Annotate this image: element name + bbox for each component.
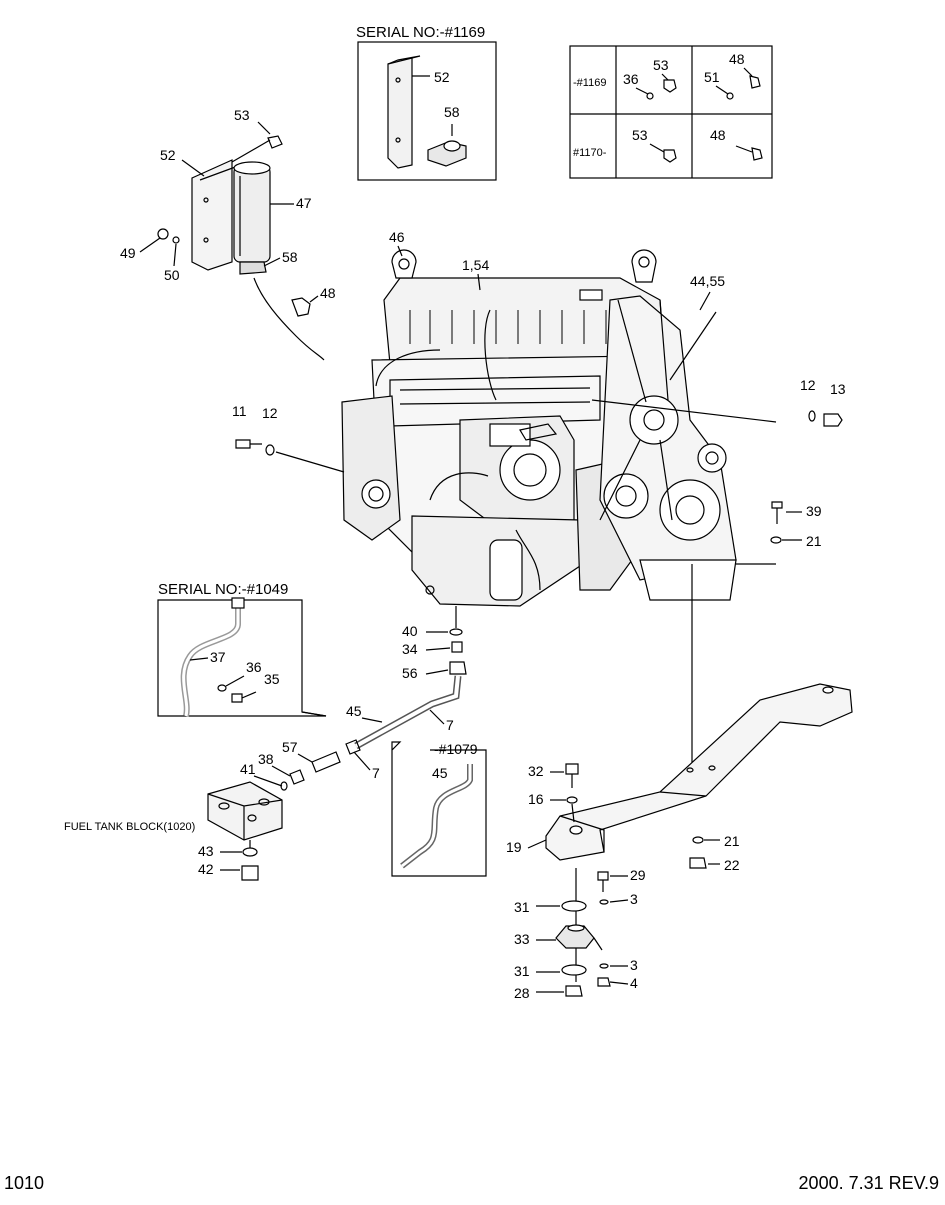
callout-53-top: 53	[234, 107, 250, 123]
inset-title: -#1079	[434, 741, 478, 757]
callout-4: 4	[630, 975, 638, 991]
callout-31-lower: 31	[514, 963, 530, 979]
callout-34: 34	[402, 641, 418, 657]
callout-52-top: 52	[160, 147, 176, 163]
callout-21-top: 21	[806, 533, 822, 549]
callout-29: 29	[630, 867, 646, 883]
callout-11: 11	[232, 403, 247, 419]
callout-56: 56	[402, 665, 418, 681]
callout-51: 51	[704, 69, 720, 85]
callout-31-upper: 31	[514, 899, 530, 915]
callout-36: 36	[623, 71, 639, 87]
callout-58: 58	[444, 104, 460, 120]
callout-57: 57	[282, 739, 298, 755]
callout-53-row2: 53	[632, 127, 648, 143]
inset-serial-table: -#1169 #1170- 53 36 48 51 53 48	[569, 45, 773, 179]
callout-32: 32	[528, 763, 544, 779]
callout-48: 48	[729, 51, 745, 67]
callout-22: 22	[724, 857, 740, 873]
callout-58-top: 58	[282, 249, 298, 265]
inset-serial-1049: SERIAL NO:-#1049 37 36 35	[157, 581, 327, 717]
callout-19: 19	[506, 839, 522, 855]
callout-33: 33	[514, 931, 530, 947]
inset-title: SERIAL NO:-#1049	[158, 581, 288, 598]
inset-title: SERIAL NO:-#1169	[356, 24, 485, 41]
page-number: 1010	[4, 1173, 45, 1193]
inset-serial-1169: SERIAL NO:-#1169 52 58	[356, 24, 497, 181]
callout-52: 52	[434, 69, 450, 85]
callout-12-left: 12	[262, 405, 278, 421]
callout-1-54: 1,54	[462, 257, 489, 273]
callout-45-inset: 45	[432, 765, 448, 781]
callout-45: 45	[346, 703, 362, 719]
callout-36-inset: 36	[246, 659, 262, 675]
fuel-tank-block-label: FUEL TANK BLOCK(1020)	[64, 821, 195, 833]
callout-46: 46	[389, 229, 405, 245]
callout-41: 41	[240, 761, 256, 777]
callout-13: 13	[830, 381, 846, 397]
callout-39: 39	[806, 503, 822, 519]
callout-48-top: 48	[320, 285, 336, 301]
callout-7-lower: 7	[372, 765, 380, 781]
callout-28: 28	[514, 985, 530, 1001]
callout-12-right: 12	[800, 377, 816, 393]
callout-42: 42	[198, 861, 214, 877]
callout-44-55: 44,55	[690, 273, 725, 289]
callout-43: 43	[198, 843, 214, 859]
fuel-filter-assembly: 53 52 47 49 50 58 48	[120, 107, 336, 361]
callout-38: 38	[258, 751, 274, 767]
callout-48-row2: 48	[710, 127, 726, 143]
callout-47: 47	[296, 195, 312, 211]
callout-37: 37	[210, 649, 226, 665]
callout-3-lower: 3	[630, 957, 638, 973]
callout-3-upper: 3	[630, 891, 638, 907]
callout-16: 16	[528, 791, 544, 807]
callout-50: 50	[164, 267, 180, 283]
table-row-label-1169: -#1169	[573, 77, 606, 89]
table-row-label-1170: #1170-	[573, 147, 607, 159]
callout-35: 35	[264, 671, 280, 687]
callout-21-bottom: 21	[724, 833, 740, 849]
callout-49: 49	[120, 245, 136, 261]
callout-53: 53	[653, 57, 669, 73]
revision-date: 2000. 7.31 REV.9	[798, 1173, 939, 1193]
fuel-line-parts: 40 34 56 45 7 7 57 38 41 FUEL TANK BLOC	[64, 606, 467, 881]
inset-serial-1079: -#1079 45	[391, 741, 487, 877]
engine-mount-frame: 32 16 19 21 22 29 3 31 33 3 31	[506, 564, 853, 1001]
callout-40: 40	[402, 623, 418, 639]
callout-7-upper: 7	[446, 717, 454, 733]
engine-illustration	[341, 249, 777, 607]
